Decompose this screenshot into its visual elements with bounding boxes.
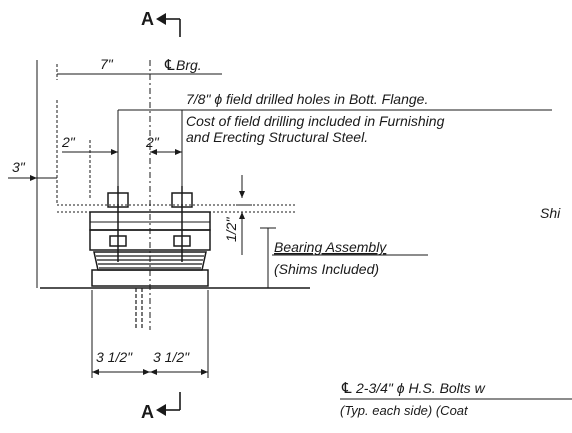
shims-label: Shi [540, 205, 561, 221]
cl-bearing-label: Brg. [176, 57, 202, 73]
bearing-assembly-graphic [40, 186, 310, 330]
note-holes-line1: 7/8" ϕ field drilled holes in Bott. Flan… [186, 91, 428, 107]
section-arrow-icon [156, 13, 181, 37]
dim-2-left-label: 2" [61, 134, 76, 150]
dim-vertical-label: 1/2" [223, 217, 239, 242]
centerline-icon: ℄ [340, 380, 353, 397]
note-bolts-line2: (Typ. each side) (Coat [340, 403, 469, 418]
dim-7-label: 7" [100, 56, 114, 72]
dim-2-right-label: 2" [145, 134, 160, 150]
section-arrow-icon [156, 392, 181, 416]
centerline-icon: ℄ [163, 57, 176, 74]
bearing-assembly-label: Bearing Assembly [274, 239, 387, 255]
section-mark-bottom: A [141, 402, 154, 422]
dim-3-label: 3" [12, 159, 26, 175]
bearing-assembly-sub: (Shims Included) [274, 261, 379, 277]
svg-text:℄: ℄ [340, 380, 353, 397]
dim-bottom-right-label: 3 1/2" [153, 349, 190, 365]
dim-bottom-left-label: 3 1/2" [96, 349, 133, 365]
svg-text:℄: ℄ [163, 57, 176, 74]
section-mark-top: A [141, 9, 154, 29]
note-holes-line3: and Erecting Structural Steel. [186, 129, 368, 145]
note-bolts-line1: 2-3/4" ϕ H.S. Bolts w [355, 380, 486, 396]
note-holes-line2: Cost of field drilling included in Furni… [186, 113, 445, 129]
